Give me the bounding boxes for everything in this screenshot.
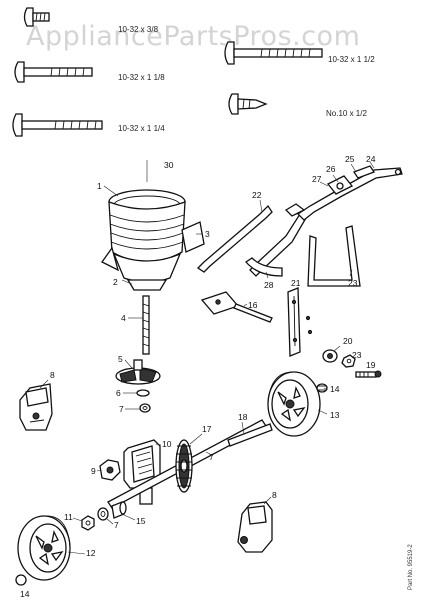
hopper xyxy=(101,189,205,291)
gear-cover-right xyxy=(237,501,273,553)
callout-14a: 14 xyxy=(330,384,340,394)
callout-1: 1 xyxy=(97,181,102,191)
callout-28: 28 xyxy=(264,280,274,290)
callout-4: 4 xyxy=(121,313,126,323)
lead-1 xyxy=(103,185,119,197)
callout-8a: 8 xyxy=(50,370,55,380)
gear-knob xyxy=(99,459,121,481)
bushing-15 xyxy=(111,501,127,519)
bevel-gear xyxy=(175,439,193,493)
callout-7c: 7 xyxy=(209,452,214,462)
callout-30: 30 xyxy=(164,160,174,170)
lead-25 xyxy=(350,163,357,173)
lead-8a xyxy=(39,379,49,389)
lead-20 xyxy=(333,345,341,352)
agitator-shaft xyxy=(142,295,150,355)
shutoff-plate xyxy=(200,291,273,323)
lead-8b xyxy=(263,496,272,505)
adjuster-bracket xyxy=(287,287,301,357)
callout-3: 3 xyxy=(205,229,210,239)
lead-24 xyxy=(369,161,375,169)
lead-27 xyxy=(319,181,329,187)
lead-14a xyxy=(323,387,328,390)
screw-10-32x1-1-8 xyxy=(14,61,93,83)
nut-11 xyxy=(81,515,95,531)
lead-26 xyxy=(332,174,339,183)
hardware-label-2: 10-32 x 1 1/8 xyxy=(118,73,165,82)
screw-10-32x1-1-4 xyxy=(12,113,103,137)
callout-11: 11 xyxy=(64,512,73,522)
lead-23a xyxy=(349,269,353,277)
lead-2 xyxy=(121,279,133,285)
callout-23a: 23 xyxy=(348,278,358,288)
lead-9 xyxy=(96,469,102,472)
callout-24: 24 xyxy=(366,154,376,164)
lead-28 xyxy=(265,271,269,279)
part-number: Part No. 95519-2 xyxy=(408,544,414,590)
callout-12: 12 xyxy=(86,548,96,558)
callout-16: 16 xyxy=(248,300,258,310)
callout-14b: 14 xyxy=(20,589,30,599)
impeller xyxy=(115,359,161,385)
hardware-label-4: 10-32 x 1 1/2 xyxy=(328,55,375,64)
callout-13: 13 xyxy=(330,410,340,420)
gear-cover-left xyxy=(19,383,53,431)
lead-18 xyxy=(241,421,245,435)
gearbox xyxy=(123,439,161,505)
callout-27: 27 xyxy=(312,174,322,184)
callout-26: 26 xyxy=(326,164,336,174)
lead-7c xyxy=(205,451,211,455)
callout-7a: 7 xyxy=(119,404,124,414)
handle-assembly xyxy=(196,165,403,287)
callout-15: 15 xyxy=(136,516,146,526)
washer-6 xyxy=(136,389,150,397)
hubcap-left xyxy=(15,574,27,586)
hubcap-right xyxy=(316,383,328,393)
callout-25: 25 xyxy=(345,154,355,164)
watermark: AppliancePartsPros.com xyxy=(26,21,360,52)
callout-23b: 23 xyxy=(352,350,362,360)
hardware-label-5: No.10 x 1/2 xyxy=(326,109,367,118)
callout-10: 10 xyxy=(162,439,172,449)
lead-16 xyxy=(243,303,248,307)
lead-11 xyxy=(72,517,83,522)
lead-13 xyxy=(317,409,328,415)
rivet-2 xyxy=(307,329,313,335)
screw-no10x1-2 xyxy=(228,93,268,115)
lead-7b xyxy=(105,517,114,525)
lead-17 xyxy=(189,433,203,445)
callout-17: 17 xyxy=(202,424,212,434)
screw-10-32x3-8 xyxy=(23,7,50,27)
adjuster-nut xyxy=(341,354,356,368)
hardware-label-1: 10-32 x 3/8 xyxy=(118,25,159,34)
callout-20: 20 xyxy=(343,336,353,346)
callout-9: 9 xyxy=(91,466,96,476)
adjuster-bolt xyxy=(355,370,382,378)
callout-5: 5 xyxy=(118,354,123,364)
screw-10-32x1-1-2 xyxy=(224,41,323,65)
spacer-7a xyxy=(139,403,151,413)
callout-7b: 7 xyxy=(114,520,119,530)
lead-5 xyxy=(124,359,133,369)
lead-12 xyxy=(67,551,86,555)
callout-8b: 8 xyxy=(272,490,277,500)
rivet-1 xyxy=(305,315,311,321)
callout-6: 6 xyxy=(116,388,121,398)
spacer-7b xyxy=(97,507,109,521)
lead-10 xyxy=(155,443,162,446)
callout-21: 21 xyxy=(291,278,301,288)
lead-22 xyxy=(259,199,263,213)
callout-22: 22 xyxy=(252,190,262,200)
lead-15 xyxy=(121,513,136,521)
adjuster-knob xyxy=(322,349,338,363)
wheel-left xyxy=(17,515,71,581)
callout-19: 19 xyxy=(366,360,376,370)
callout-18: 18 xyxy=(238,412,248,422)
callout-2: 2 xyxy=(113,277,118,287)
hardware-label-3: 10-32 x 1 1/4 xyxy=(118,124,165,133)
wheel-right xyxy=(267,371,321,437)
